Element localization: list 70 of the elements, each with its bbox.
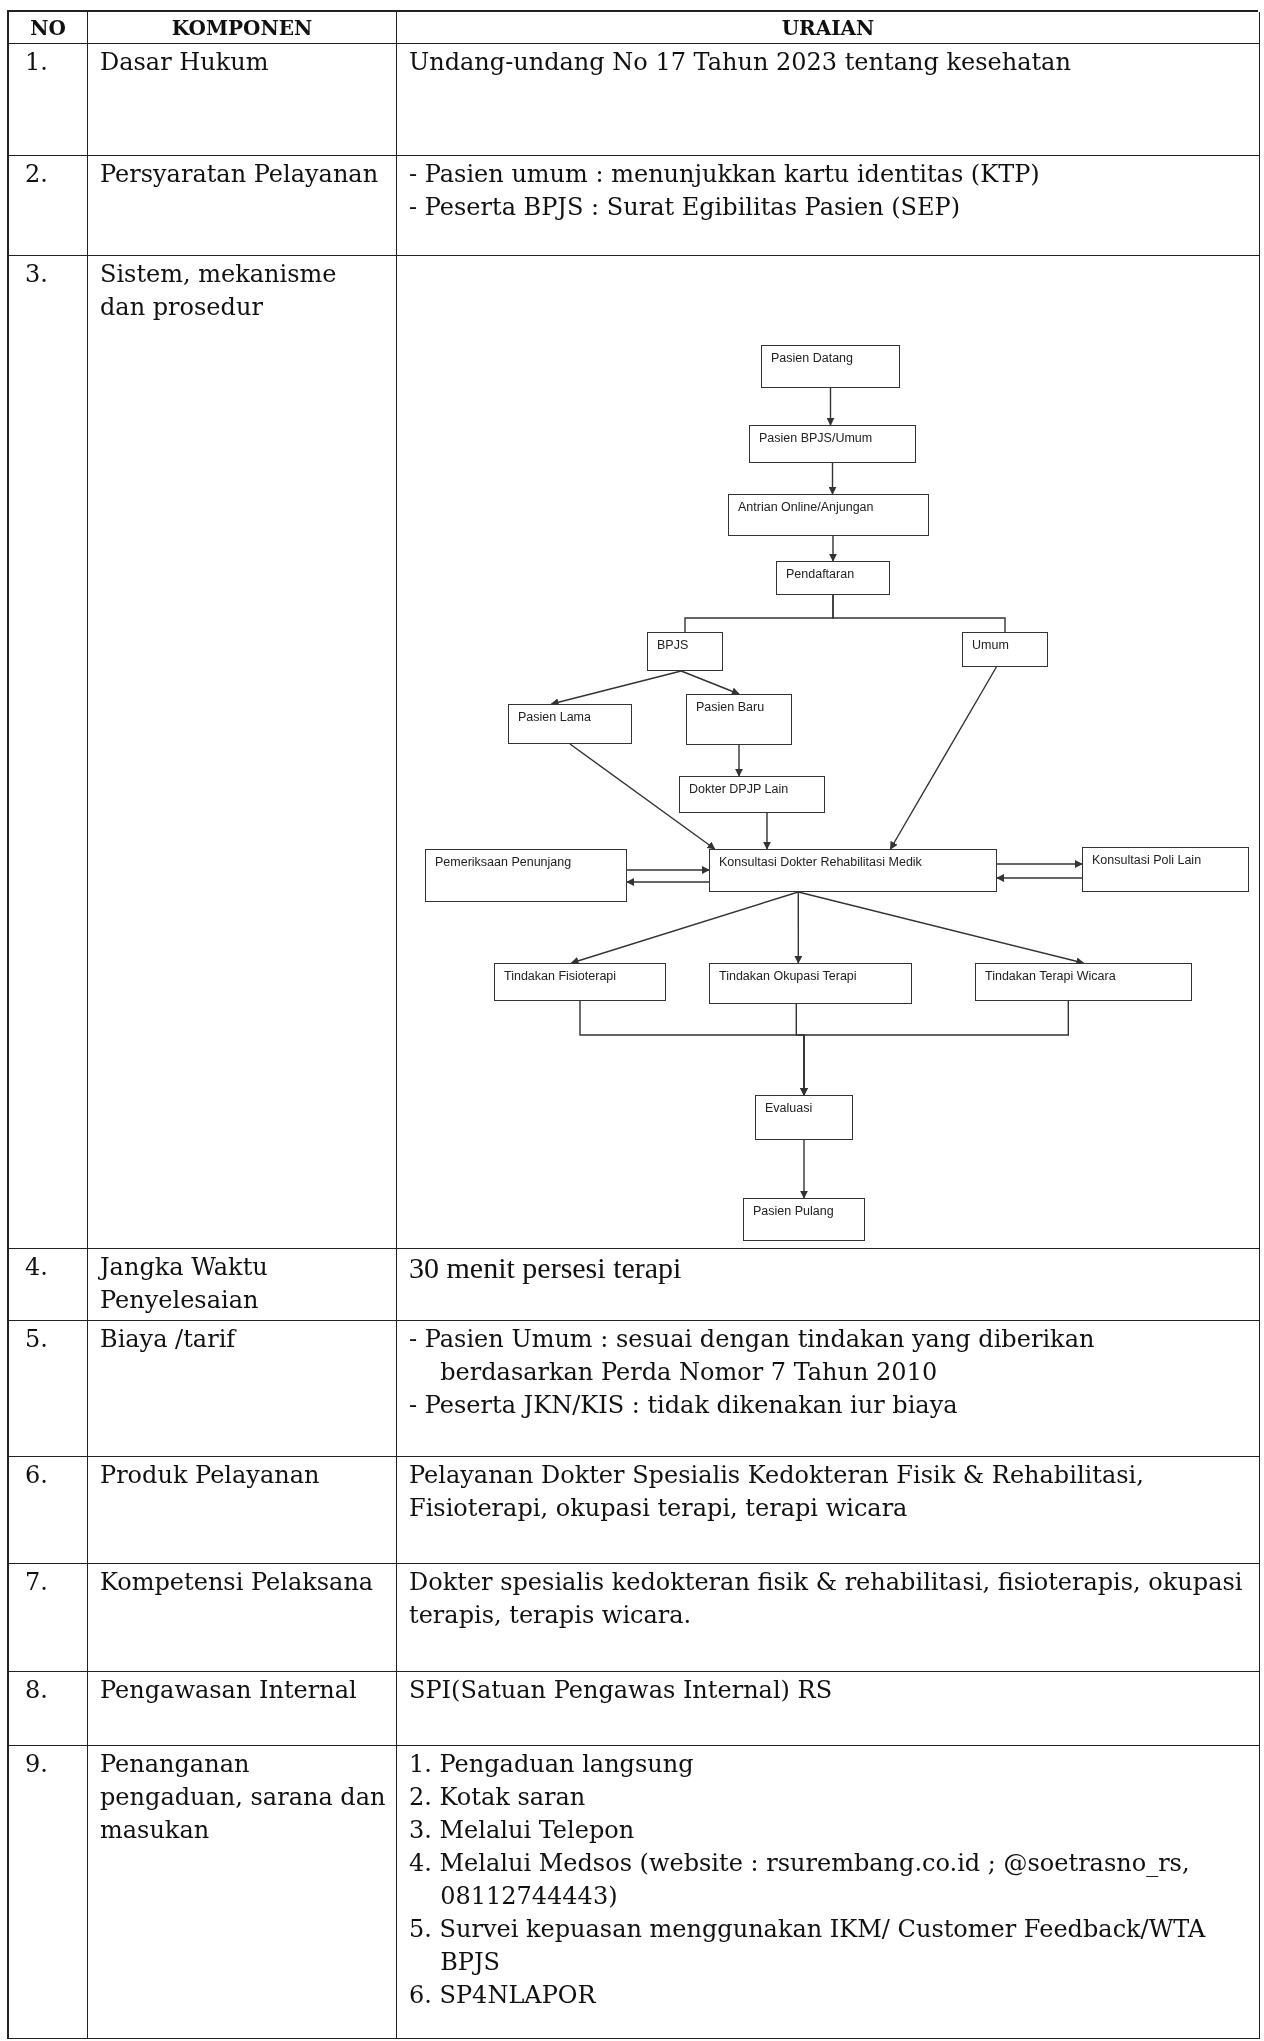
description-text: Pelayanan Dokter Spesialis Kedokteran Fisik & Rehabilitasi, Fisioterapi, okupasi terapi, terapi wicara [409,1460,1145,1524]
process-box: Pasien BPJS/Umum [749,425,916,463]
process-box: Umum [962,632,1048,667]
arrow [570,891,799,965]
arrow [569,743,716,850]
process-box: Konsultasi Dokter Rehabilitasi Medik [709,849,997,892]
description-text: Dokter spesialis kedokteran fisik & rehabilitasi, fisioterapis, okupasi terapis, terapis wicara. [409,1567,1244,1631]
process-box: Pasien Pulang [743,1198,865,1241]
list-item: - Pasien Umum : sesuai dengan tindakan yang diberikan berdasarkan Perda Nomor 7 Tahun 2010 [409,1324,1096,1388]
process-box: Pasien Lama [508,704,632,744]
list-item: 6. SP4NLAPOR [409,1980,597,2011]
component-label: Pengawasan Internal [100,1675,357,1706]
arrow [829,535,837,562]
row-number: 4. [25,1252,48,1283]
row-number: 2. [25,159,48,190]
process-box: Tindakan Terapi Wicara [975,963,1192,1001]
arrow [996,860,1083,868]
arrow [828,462,837,495]
description-text: Undang-undang No 17 Tahun 2023 tentang kesehatan [409,47,1071,78]
arrow [680,670,740,696]
arrow [826,387,835,426]
process-box: Antrian Online/Anjungan [728,494,929,536]
component-label: Produk Pelayanan [100,1460,320,1491]
arrow [800,1000,1069,1096]
arrow [800,1139,808,1199]
arrow [735,744,743,777]
arrow [996,874,1083,882]
list-item: 4. Melalui Medsos (website : rsurembang.co.id ; @soetrasno_rs, 08112744443) [409,1848,1191,1912]
column-header: URAIAN [781,14,875,42]
component-label: Jangka Waktu Penyelesaian [100,1252,269,1316]
process-box: Evaluasi [755,1095,853,1140]
arrow [763,812,771,850]
arrow [626,878,710,886]
row-number: 3. [25,259,48,290]
process-box: Tindakan Okupasi Terapi [709,963,912,1004]
component-label: Dasar Hukum [100,47,269,78]
arrow [889,666,998,850]
row-number: 9. [25,1749,48,1780]
component-label: Penanganan pengaduan, sarana dan masukan [100,1749,386,1846]
component-label: Sistem, mekanisme dan prosedur [100,259,338,323]
list-item: 2. Kotak saran [409,1782,586,1813]
row-number: 5. [25,1324,48,1355]
list-item: - Pasien umum : menunjukkan kartu identitas (KTP) [409,159,1040,190]
component-label: Persyaratan Pelayanan [100,159,379,190]
process-box: Dokter DPJP Lain [679,776,825,813]
process-box: Pendaftaran [776,561,890,595]
row-number: 6. [25,1460,48,1491]
component-label: Kompetensi Pelaksana [100,1567,374,1598]
description-text: SPI(Satuan Pengawas Internal) RS [409,1675,833,1706]
process-box: Pasien Baru [686,694,792,745]
list-item: 5. Survei kepuasan menggunakan IKM/ Customer Feedback/WTA BPJS [409,1914,1207,1978]
arrow [626,866,710,874]
process-box: Tindakan Fisioterapi [494,963,666,1001]
column-header: NO [30,14,66,42]
connector-line [832,594,1006,633]
row-number: 8. [25,1675,48,1706]
component-label: Biaya /tarif [100,1324,236,1355]
list-item: 1. Pengaduan langsung [409,1749,694,1780]
process-box: Pemeriksaan Penunjang [425,849,627,902]
process-box: Pasien Datang [761,345,900,388]
arrow [794,891,803,964]
list-item: - Peserta BPJS : Surat Egibilitas Pasien (SEP) [409,192,961,223]
process-box: BPJS [647,632,723,671]
row-number: 1. [25,47,48,78]
description-text: 30 menit persesi terapi [409,1251,682,1284]
list-item: 3. Melalui Telepon [409,1815,635,1846]
row-number: 7. [25,1567,48,1598]
column-header: KOMPONEN [171,14,313,42]
process-box: Konsultasi Poli Lain [1082,847,1249,892]
list-item: - Peserta JKN/KIS : tidak dikenakan iur biaya [409,1390,958,1421]
